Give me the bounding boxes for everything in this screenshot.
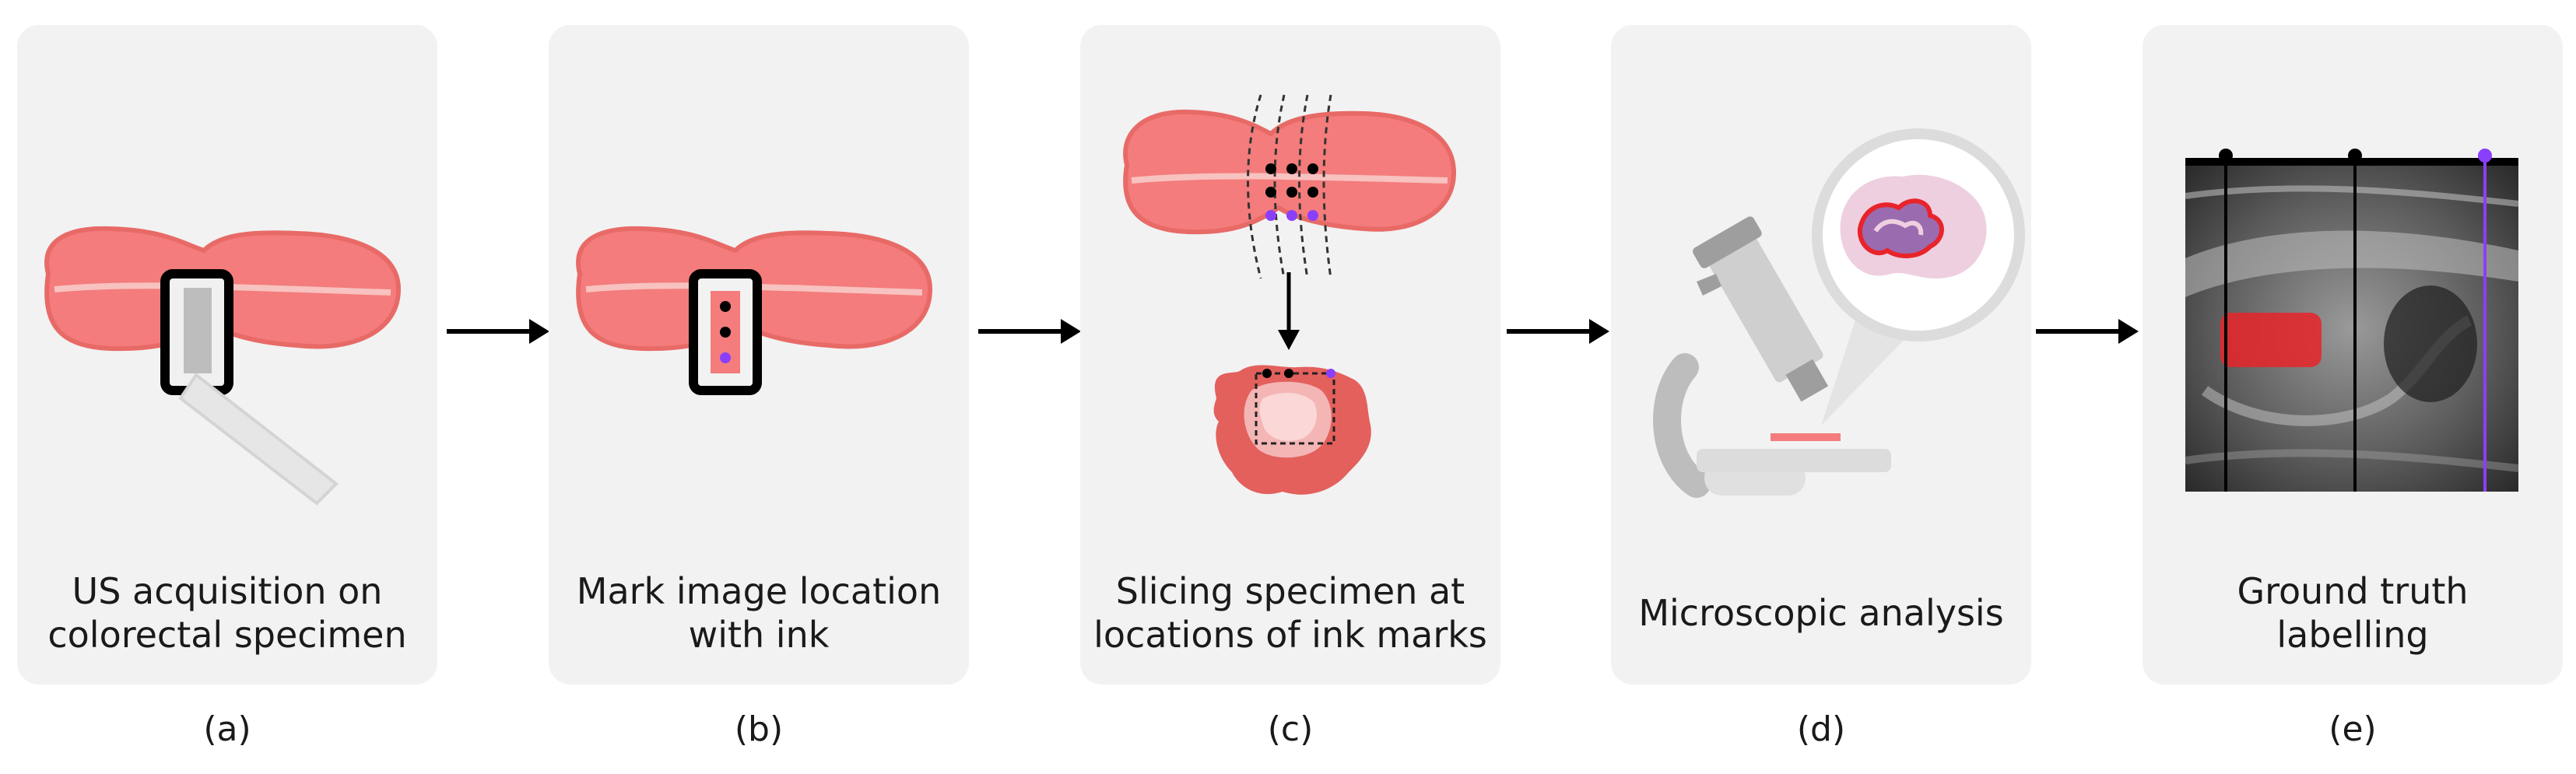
label-c: (c)	[1267, 709, 1314, 749]
caption-d: Microscopic analysis	[1638, 592, 2004, 634]
ink-mark-purple	[720, 352, 731, 363]
ink-mark-black	[2219, 149, 2233, 163]
ultrasound-image	[2185, 165, 2519, 492]
caption-c: Slicing specimen at locations of ink mar…	[1093, 570, 1487, 656]
arrow-right-icon	[978, 319, 1081, 344]
label-a: (a)	[203, 709, 251, 749]
caption-b: Mark image location with ink	[576, 570, 942, 656]
panel-e: Ground truth labelling	[2143, 25, 2563, 685]
ink-marking-illustration	[576, 226, 933, 395]
arrow-down-icon	[1278, 272, 1300, 350]
ink-marks-grid	[1265, 163, 1318, 221]
label-e: (e)	[2329, 709, 2377, 749]
label-b: (b)	[734, 709, 784, 749]
arrow-right-icon	[1507, 319, 1609, 344]
histology-magnifier	[1812, 128, 2025, 341]
panel-c: Slicing specimen at locations of ink mar…	[1080, 25, 1500, 685]
microscope-icon	[1653, 216, 1891, 498]
caption-e: Ground truth labelling	[2237, 570, 2469, 656]
specimen-cross-section	[1213, 365, 1371, 495]
arrow-right-icon	[2036, 319, 2139, 344]
ink-mark-black	[720, 301, 731, 312]
ink-mark-black	[2348, 149, 2362, 163]
lesion-annotation	[2220, 313, 2322, 367]
ink-mark-purple	[2478, 149, 2492, 163]
panel-b: Mark image location with ink	[549, 25, 969, 685]
microscope-illustration	[1653, 128, 2025, 498]
slice-lines	[1247, 94, 1332, 279]
label-d: (d)	[1796, 709, 1846, 749]
arrow-right-icon	[447, 319, 549, 344]
panel-d: Microscopic analysis	[1611, 25, 2031, 685]
ground-truth-ultrasound-illustration	[2185, 149, 2519, 492]
slicing-illustration	[1123, 94, 1457, 495]
us-acquisition-illustration	[44, 226, 402, 506]
caption-a: US acquisition on colorectal specimen	[47, 570, 407, 656]
panel-a: US acquisition on colorectal specimen	[17, 25, 437, 685]
ink-mark-black	[720, 327, 731, 338]
ultrasound-probe-handle	[178, 373, 339, 506]
